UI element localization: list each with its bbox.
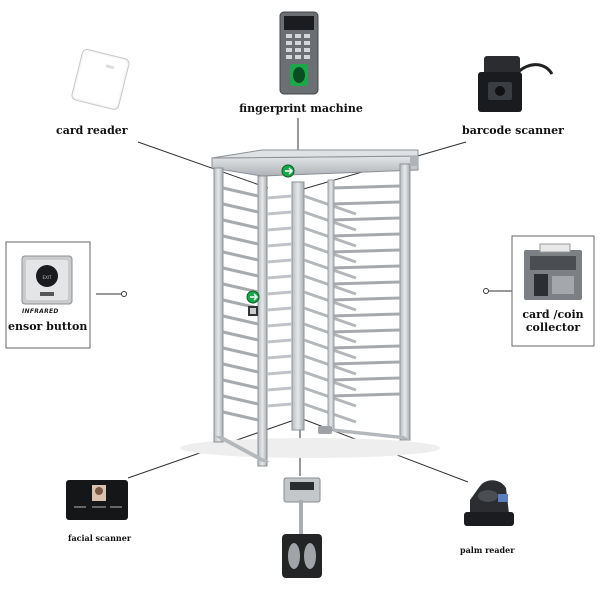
right-post: [399, 163, 411, 441]
label-sensor-button: ensor button: [8, 320, 88, 333]
right-fence-bars: [331, 184, 401, 398]
label-card-reader: card reader: [56, 124, 128, 137]
top-beam-cap: [211, 149, 419, 159]
top-beam: [211, 155, 419, 177]
rotor-arms-left: [266, 194, 293, 408]
turnstile: [180, 149, 440, 467]
label-facial-scanner: facial scanner: [68, 533, 132, 543]
rotor-base: [318, 426, 332, 434]
label-card-coin: card /coin: [522, 308, 584, 321]
dot-sensor: [121, 291, 127, 297]
svg-text:EXIT: EXIT: [43, 275, 52, 280]
left-bottom-rail: [214, 436, 270, 462]
label-collector: collector: [525, 321, 581, 334]
barcode-scanner-icon: [478, 56, 554, 112]
left-fence-bars: [222, 186, 259, 422]
label-palm-reader: palm reader: [460, 545, 515, 555]
line-card-reader: [137, 141, 269, 189]
fingerprint-machine-icon: [279, 11, 319, 95]
infrared-sensor-button-icon: EXIT: [21, 255, 73, 305]
palm-reader-icon: [464, 480, 514, 526]
rotor-shaft: [291, 181, 305, 431]
left-front-post: [213, 167, 224, 443]
label-infrared: INFRARED: [22, 308, 59, 315]
right-inner-post: [327, 179, 335, 431]
left-back-post: [257, 175, 268, 467]
label-fingerprint-machine: fingerprint machine: [239, 102, 363, 115]
right-post-top: [410, 156, 418, 166]
right-bottom-rail: [330, 428, 410, 440]
card-coin-collector-icon: [524, 243, 582, 300]
dot-coin: [483, 288, 489, 294]
foot-scanner-icon: [282, 477, 322, 578]
facial-scanner-icon: [66, 480, 128, 520]
floor-shadow: [180, 438, 440, 458]
label-barcode-scanner: barcode scanner: [462, 124, 564, 137]
card-reader-icon: [71, 48, 130, 110]
